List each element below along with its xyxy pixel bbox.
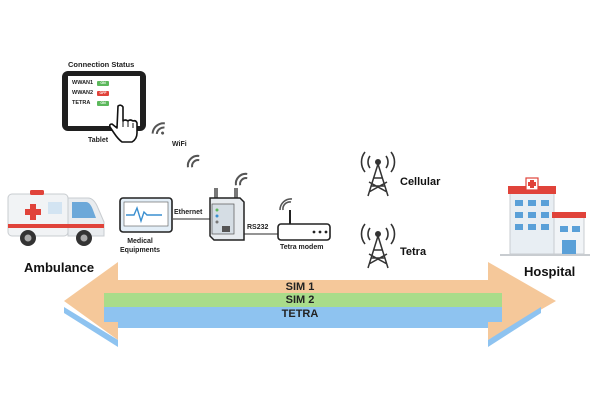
tablet-label: Tablet	[88, 137, 109, 144]
medical-monitor-icon	[119, 197, 173, 233]
status-name: TETRA	[72, 100, 91, 106]
wifi-icon	[234, 172, 248, 186]
tetra-tower-icon	[360, 223, 396, 269]
status-row-wwan1: WWAN1 ON	[72, 80, 109, 86]
medical-equipments-label: Medical Equipments	[120, 238, 161, 254]
ambulance-icon	[7, 190, 105, 246]
cellular-tower-icon	[360, 151, 396, 197]
rs232-label: RS232	[247, 224, 269, 231]
connection-status-title: Connection Status	[68, 60, 135, 69]
tetra-modem-label: Tetra modem	[280, 244, 324, 251]
band-label-sim1: SIM 1	[285, 281, 315, 293]
status-badge: OFF	[97, 90, 109, 96]
band-sim2	[104, 293, 502, 307]
ambulance-label: Ambulance	[24, 260, 95, 275]
router-icon	[209, 188, 245, 241]
tetra-label: Tetra	[400, 246, 427, 258]
status-name: WWAN1	[72, 80, 94, 86]
status-badge: ON	[97, 80, 109, 86]
hospital-icon	[500, 177, 590, 256]
band-label-sim2: SIM 2	[285, 294, 315, 306]
pointing-hand-icon	[108, 104, 138, 143]
wifi-icon	[186, 154, 200, 168]
wifi-label: WiFi	[172, 141, 187, 148]
wifi-icon	[151, 122, 165, 135]
cellular-label: Cellular	[400, 176, 441, 188]
status-badge: ON	[97, 100, 109, 106]
connection-status-list: WWAN1 ON WWAN2 OFF TETRA ON	[72, 80, 132, 120]
ethernet-label: Ethernet	[174, 209, 203, 216]
tetra-modem-icon	[277, 198, 331, 241]
band-label-tetra: TETRA	[281, 308, 319, 320]
status-row-tetra: TETRA ON	[72, 100, 109, 106]
status-name: WWAN2	[72, 90, 94, 96]
status-row-wwan2: WWAN2 OFF	[72, 90, 109, 96]
hospital-label: Hospital	[524, 264, 576, 279]
